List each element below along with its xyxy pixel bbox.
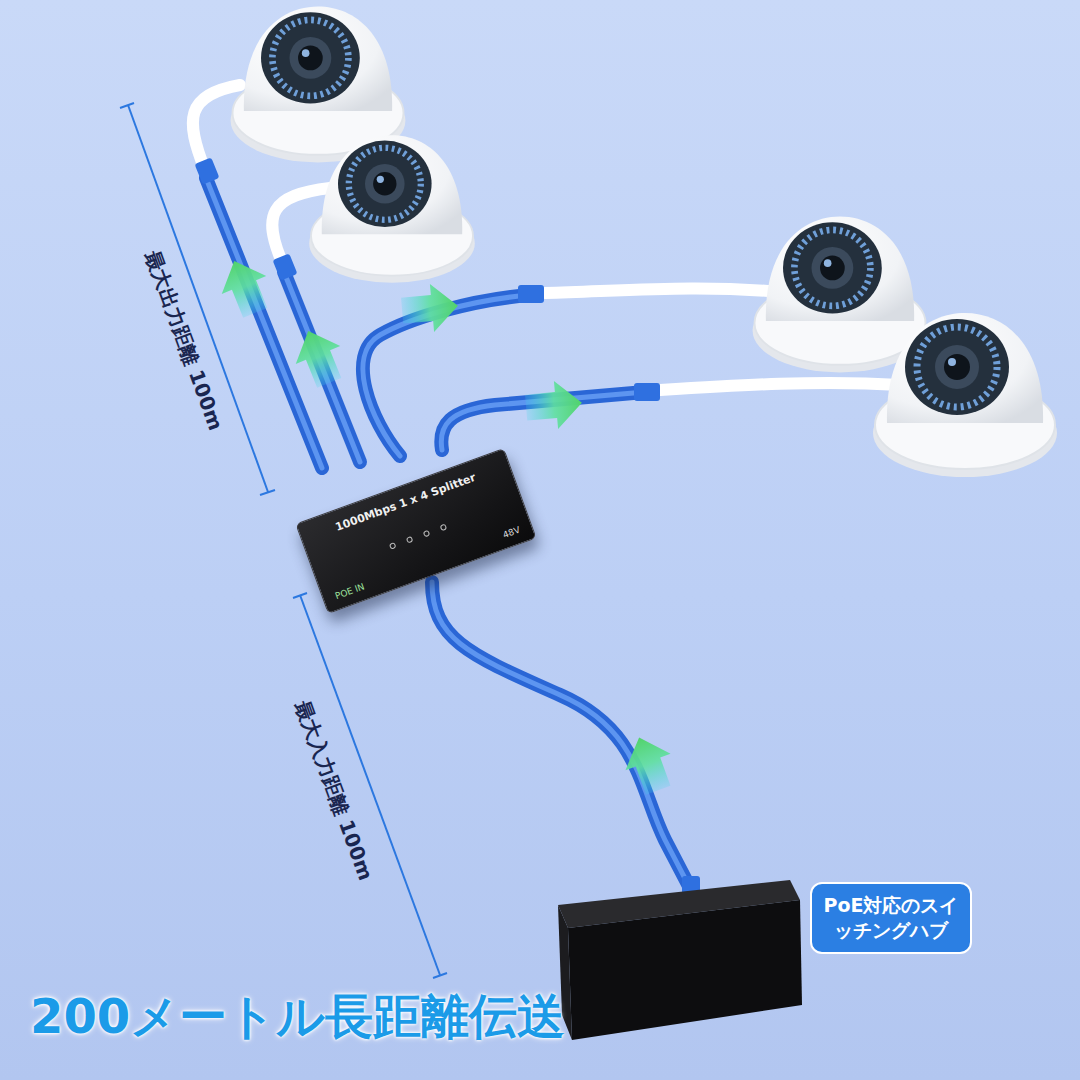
dome-camera — [231, 7, 1057, 477]
distance-label: 最大入力距離 100m — [289, 696, 379, 883]
port-label: POE IN — [334, 581, 366, 601]
indicator-led — [422, 529, 430, 537]
indicator-led — [406, 535, 414, 543]
poe-splitter: 1000Mbps 1 x 4 SplitterPOE IN 48V — [295, 448, 536, 614]
diagram-title: 200メートル長距離伝送 — [30, 985, 565, 1049]
port-label: 48V — [501, 525, 521, 540]
ethernet-cable — [206, 178, 690, 888]
device-name: 1000Mbps 1 x 4 Splitter — [334, 471, 478, 534]
led-row — [389, 523, 447, 549]
flow-arrow — [212, 252, 681, 798]
label-badge: PoE対応のスイッチングハブ — [810, 882, 972, 954]
indicator-led — [389, 542, 397, 550]
poe-switch — [558, 880, 802, 1040]
distance-label: 最大出力距離 100m — [139, 246, 229, 433]
indicator-led — [439, 523, 447, 531]
badge-text: PoE対応のスイッチングハブ — [823, 893, 959, 942]
rj45-plug — [195, 157, 700, 896]
